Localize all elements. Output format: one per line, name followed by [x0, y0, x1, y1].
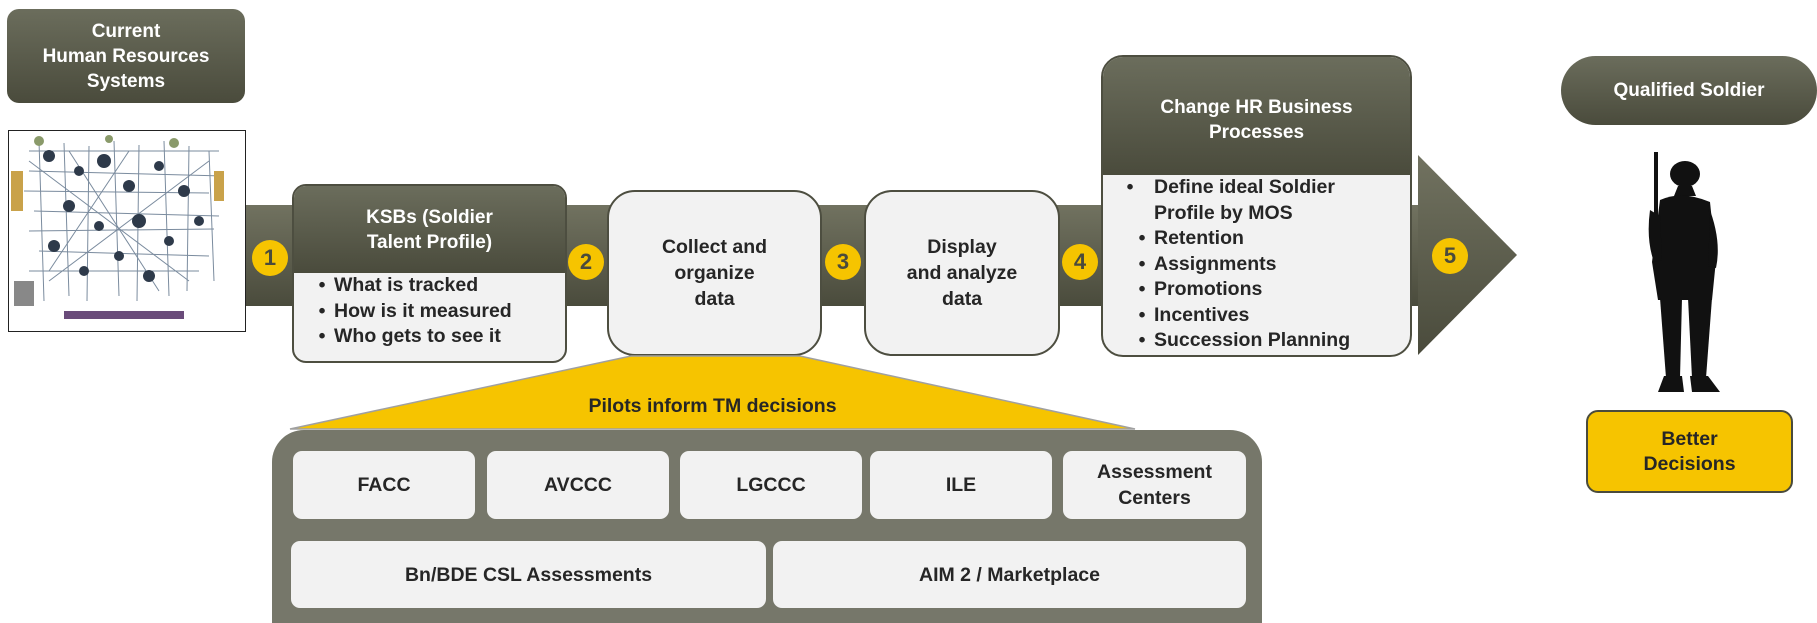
- pilot-aim2-marketplace: AIM 2 / Marketplace: [773, 541, 1246, 608]
- pilot-assessment-centers: Assessment Centers: [1063, 451, 1246, 519]
- pilot-avccc: AVCCC: [487, 451, 669, 519]
- current-hr-systems-label: Current Human Resources Systems: [7, 9, 245, 103]
- current-hr-line: Current: [91, 20, 161, 42]
- pilots-callout-wedge: [289, 355, 1136, 430]
- ksb-bullet: What is tracked: [310, 273, 565, 299]
- hr-systems-diagram-image: [8, 130, 246, 332]
- ksb-box: KSBs (Soldier Talent Profile) What is tr…: [292, 184, 567, 363]
- step-2-badge: 2: [568, 244, 604, 280]
- ksb-title: KSBs (Soldier Talent Profile): [294, 186, 565, 273]
- display-line: data: [941, 288, 983, 310]
- pilot-bn-bde-csl: Bn/BDE CSL Assessments: [291, 541, 766, 608]
- ksb-bullet-list: What is tracked How is it measured Who g…: [294, 273, 565, 350]
- ksb-title-line: KSBs (Soldier: [366, 206, 493, 228]
- step-5-badge: 5: [1432, 238, 1468, 274]
- change-hr-bullet: Define ideal Soldier Profile by MOS: [1130, 175, 1384, 226]
- ksb-bullet: Who gets to see it: [310, 324, 565, 350]
- change-hr-title-line: Processes: [1208, 122, 1305, 143]
- change-hr-bullet: Assignments: [1130, 252, 1410, 278]
- step-1-badge: 1: [252, 240, 288, 276]
- change-hr-title-line: Change HR Business: [1160, 97, 1353, 118]
- change-hr-title: Change HR Business Processes: [1103, 57, 1410, 175]
- change-hr-bullet: Promotions: [1130, 277, 1410, 303]
- change-hr-bullet: Succession Planning: [1130, 328, 1410, 354]
- pilot-ile: ILE: [870, 451, 1052, 519]
- collect-organize-box: Collect and organize data: [607, 190, 822, 356]
- ksb-title-line: Talent Profile): [366, 231, 493, 253]
- pilot-facc: FACC: [293, 451, 475, 519]
- current-hr-line: Human Resources: [42, 45, 210, 67]
- display-analyze-box: Display and analyze data: [864, 190, 1060, 356]
- ksb-bullet: How is it measured: [310, 299, 565, 325]
- change-hr-bullet-list: Define ideal Soldier Profile by MOS Rete…: [1103, 175, 1410, 354]
- collect-line: Collect and: [661, 236, 768, 258]
- step-4-badge: 4: [1062, 244, 1098, 280]
- collect-line: organize: [674, 262, 755, 284]
- step-3-badge: 3: [825, 244, 861, 280]
- change-hr-bullet: Incentives: [1130, 303, 1410, 329]
- better-line: Decisions: [1643, 452, 1736, 475]
- display-line: and analyze: [906, 262, 1018, 284]
- change-hr-processes-box: Change HR Business Processes Define idea…: [1101, 55, 1412, 357]
- pilot-lgccc: LGCCC: [680, 451, 862, 519]
- better-decisions-box: Better Decisions: [1586, 410, 1793, 493]
- current-hr-line: Systems: [86, 70, 166, 92]
- better-line: Better: [1661, 427, 1718, 450]
- qualified-soldier-label: Qualified Soldier: [1561, 56, 1817, 125]
- pilots-banner: Pilots inform TM decisions: [588, 395, 837, 417]
- collect-line: data: [694, 288, 735, 310]
- change-hr-bullet: Retention: [1130, 226, 1410, 252]
- display-line: Display: [927, 236, 997, 258]
- soldier-silhouette-icon: [1648, 152, 1720, 392]
